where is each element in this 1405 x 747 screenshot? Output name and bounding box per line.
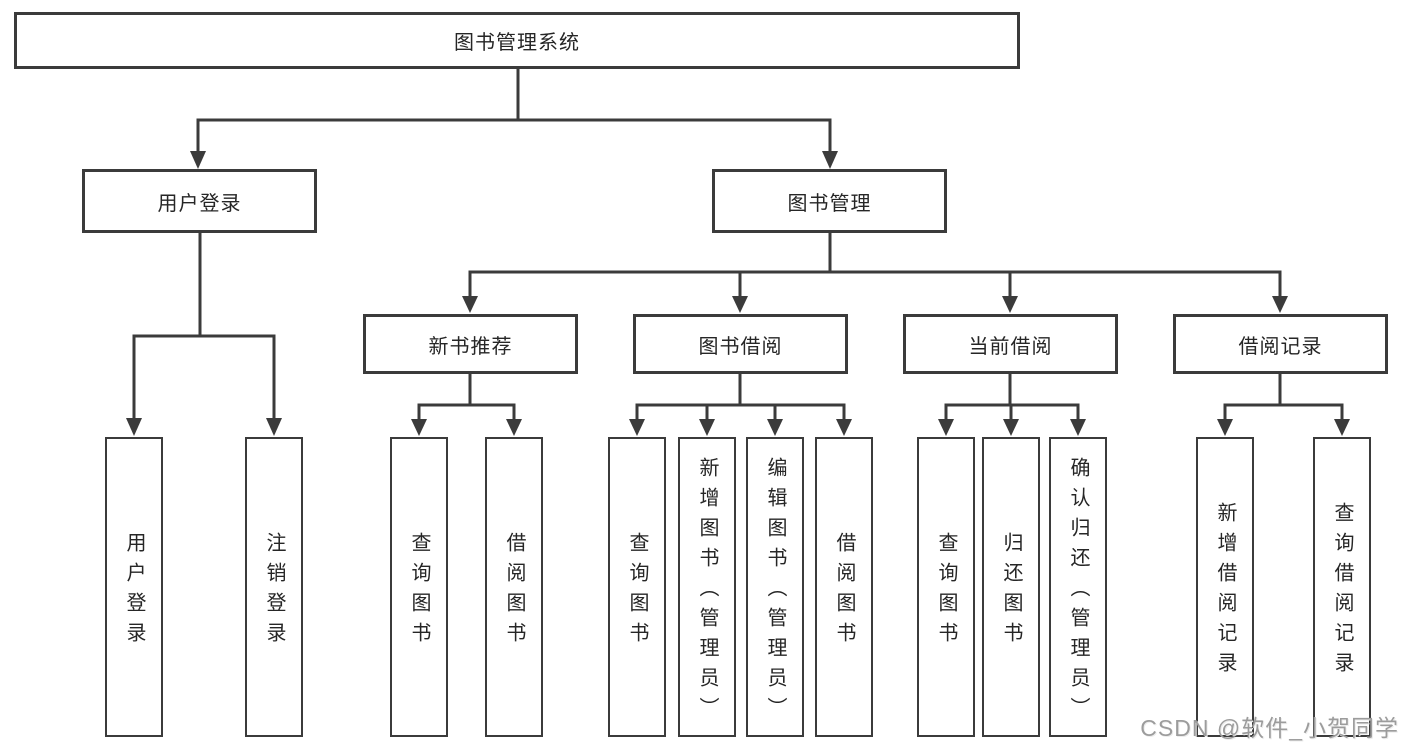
- leaf-edit-books-admin: 编辑图书（管理员）: [746, 437, 804, 737]
- node-label: 新书推荐: [428, 335, 513, 358]
- node-label: 用户登录: [123, 532, 145, 652]
- leaf-query-books-recommend: 查询图书: [390, 437, 448, 737]
- node-new-book-recommend: 新书推荐: [363, 314, 578, 374]
- node-label: 图书管理系统: [454, 32, 580, 54]
- node-label: 查询图书: [935, 532, 957, 652]
- leaf-borrow-books-recommend: 借阅图书: [485, 437, 543, 737]
- csdn-watermark: CSDN @软件_小贺同学: [1140, 715, 1399, 741]
- leaf-query-books-current: 查询图书: [917, 437, 975, 737]
- node-user-login: 用户登录: [82, 169, 317, 233]
- leaf-user-login: 用户登录: [105, 437, 163, 737]
- node-book-management: 图书管理: [712, 169, 947, 233]
- node-label: 归还图书: [1000, 532, 1022, 652]
- node-borrow-records: 借阅记录: [1173, 314, 1388, 374]
- node-label: 查询图书: [408, 532, 430, 652]
- node-label: 图书借阅: [698, 335, 783, 358]
- node-book-borrow: 图书借阅: [633, 314, 848, 374]
- node-label: 当前借阅: [968, 335, 1053, 358]
- node-label: 图书管理: [787, 192, 872, 215]
- node-label: 查询借阅记录: [1331, 502, 1353, 682]
- node-label: 确认归还（管理员）: [1067, 457, 1089, 727]
- node-current-borrow: 当前借阅: [903, 314, 1118, 374]
- leaf-logout: 注销登录: [245, 437, 303, 737]
- leaf-add-borrow-record: 新增借阅记录: [1196, 437, 1254, 737]
- leaf-borrow-books: 借阅图书: [815, 437, 873, 737]
- node-label: 新增借阅记录: [1214, 502, 1236, 682]
- leaf-query-borrow-record: 查询借阅记录: [1313, 437, 1371, 737]
- node-label: 借阅记录: [1238, 335, 1323, 358]
- leaf-confirm-return-admin: 确认归还（管理员）: [1049, 437, 1107, 737]
- node-label: 新增图书（管理员）: [696, 457, 718, 727]
- leaf-add-books-admin: 新增图书（管理员）: [678, 437, 736, 737]
- leaf-query-books-borrow: 查询图书: [608, 437, 666, 737]
- node-label: 借阅图书: [833, 532, 855, 652]
- leaf-return-books: 归还图书: [982, 437, 1040, 737]
- node-label: 查询图书: [626, 532, 648, 652]
- node-label: 注销登录: [263, 532, 285, 652]
- node-label: 编辑图书（管理员）: [764, 457, 786, 727]
- node-label: 用户登录: [157, 192, 242, 215]
- node-library-system: 图书管理系统: [14, 12, 1020, 69]
- node-label: 借阅图书: [503, 532, 525, 652]
